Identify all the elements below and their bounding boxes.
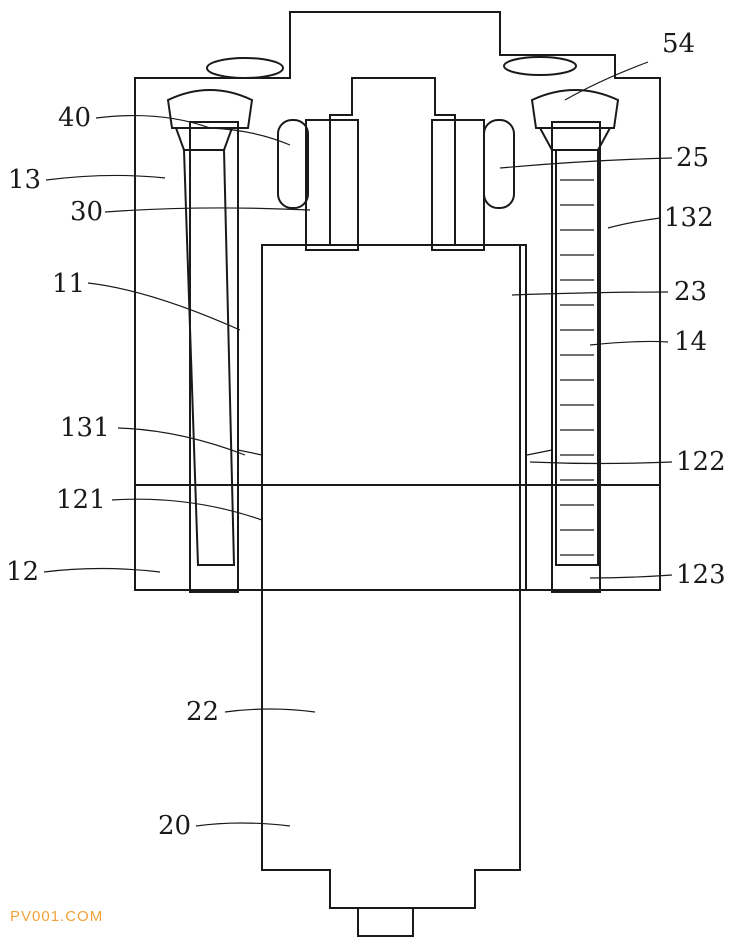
- label-122: 122: [676, 447, 726, 477]
- label-131: 131: [60, 413, 110, 443]
- right-bolt: [530, 89, 620, 593]
- label-22: 22: [186, 697, 219, 727]
- shaft: [261, 77, 521, 937]
- leader-lines: [43, 61, 673, 827]
- label-30: 30: [70, 197, 103, 227]
- label-121: 121: [56, 485, 106, 515]
- label-123: 123: [676, 560, 726, 590]
- notches: [237, 449, 553, 485]
- housing: [134, 11, 661, 591]
- top-holes: [206, 56, 577, 79]
- bearing-sleeves: [277, 119, 515, 251]
- label-14: 14: [674, 327, 707, 357]
- label-54: 54: [662, 29, 695, 59]
- label-20: 20: [158, 811, 191, 841]
- watermark: PV001.COM: [10, 908, 104, 925]
- label-40: 40: [58, 103, 91, 133]
- part-labels: 54 40 25 13 30 132 11 23 14 131 122 121 …: [6, 29, 726, 841]
- label-25: 25: [676, 143, 709, 173]
- label-11: 11: [52, 269, 85, 299]
- label-13: 13: [8, 165, 41, 195]
- label-12: 12: [6, 557, 39, 587]
- label-132: 132: [664, 203, 714, 233]
- label-23: 23: [674, 277, 707, 307]
- left-bolt: [166, 89, 254, 593]
- central-bore: [261, 244, 527, 591]
